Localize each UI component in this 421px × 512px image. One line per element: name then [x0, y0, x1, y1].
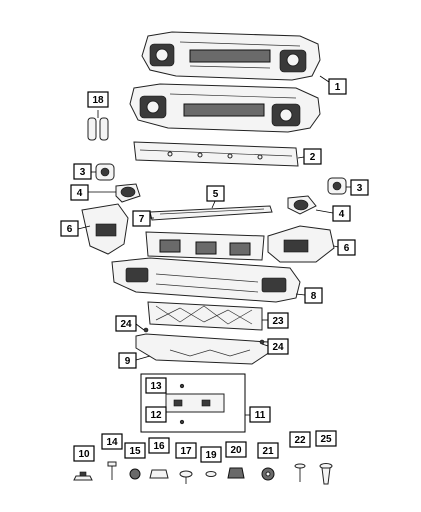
callout-2-label: 2	[310, 152, 316, 163]
callout-6-right-label: 6	[344, 243, 350, 254]
part-8-lower-fascia	[111, 257, 301, 303]
callout-14: 14	[101, 433, 123, 450]
callout-4-left: 4	[70, 184, 89, 201]
part-19-washer	[205, 471, 217, 477]
callout-23-label: 23	[272, 316, 284, 327]
callout-25: 25	[315, 430, 337, 447]
part-14-screw	[107, 461, 117, 480]
part-20-nut	[227, 467, 245, 479]
part-7-air-dam	[145, 231, 265, 261]
callout-4-left-label: 4	[77, 188, 83, 199]
callout-7: 7	[132, 210, 151, 227]
callout-6-left: 6	[60, 220, 79, 237]
part-2-reinforcement-beam	[133, 141, 299, 167]
callout-11-label: 11	[255, 410, 266, 421]
part-6-right-bracket	[267, 225, 335, 263]
callout-21: 21	[257, 442, 279, 459]
part-11-license-bracket-box	[140, 373, 246, 433]
callout-2: 2	[303, 148, 322, 165]
callout-20: 20	[225, 441, 247, 458]
callout-23: 23	[267, 312, 289, 329]
part-23-skid-frame	[147, 301, 263, 331]
part-4-right-fog-bezel	[287, 195, 317, 215]
part-25-push-rivet	[319, 463, 333, 485]
callout-10: 10	[73, 445, 95, 462]
callout-8: 8	[304, 287, 323, 304]
callout-12: 12	[145, 406, 167, 423]
callout-6-right: 6	[337, 239, 356, 256]
callout-22-label: 22	[294, 435, 306, 446]
callout-16: 16	[148, 437, 170, 454]
callout-24-right: 24	[267, 338, 289, 355]
callout-5-label: 5	[213, 189, 219, 200]
callout-6-left-label: 6	[67, 224, 73, 235]
callout-10-label: 10	[78, 449, 90, 460]
callout-19-label: 19	[205, 450, 217, 461]
callout-3-right-label: 3	[357, 183, 363, 194]
callout-12-label: 12	[150, 410, 162, 421]
callout-3-left: 3	[73, 163, 92, 180]
part-9-skid-plate	[135, 327, 271, 365]
callout-1: 1	[328, 78, 347, 95]
callout-24-left-label: 24	[120, 319, 132, 330]
part-5-trim-strip	[149, 205, 273, 221]
callout-13: 13	[145, 377, 167, 394]
callout-4-right: 4	[332, 205, 351, 222]
part-3-left-bezel	[95, 163, 115, 181]
part-4-left-fog-bezel	[115, 183, 141, 203]
part-21-nut	[261, 467, 275, 481]
callout-15-label: 15	[129, 446, 141, 457]
part-3-right-bezel	[327, 177, 347, 195]
callout-1-label: 1	[335, 82, 341, 93]
bumper-assembly-upper	[141, 31, 321, 81]
callout-8-label: 8	[311, 291, 317, 302]
callout-21-label: 21	[262, 446, 274, 457]
callout-17-label: 17	[180, 446, 192, 457]
part-18-clips	[87, 110, 109, 141]
callout-18: 18	[87, 91, 109, 108]
callout-7-label: 7	[139, 214, 145, 225]
callout-17: 17	[175, 442, 197, 459]
callout-3-right: 3	[350, 179, 369, 196]
callout-3-left-label: 3	[80, 167, 86, 178]
callout-5: 5	[206, 185, 225, 202]
callout-14-label: 14	[106, 437, 118, 448]
callout-22: 22	[289, 431, 311, 448]
callout-13-label: 13	[150, 381, 162, 392]
callout-9: 9	[118, 352, 137, 369]
callout-16-label: 16	[153, 441, 165, 452]
part-15-nut	[129, 468, 141, 480]
callout-20-label: 20	[230, 445, 242, 456]
callout-15: 15	[124, 442, 146, 459]
part-16-clip	[149, 469, 169, 479]
part-22-bolt	[294, 463, 306, 482]
part-17-pushpin	[179, 470, 193, 484]
part-10-fastener	[73, 471, 93, 481]
leader-lines	[77, 75, 351, 416]
callout-24-right-label: 24	[272, 342, 284, 353]
callout-19: 19	[200, 446, 222, 463]
callout-11: 11	[249, 406, 271, 423]
callout-4-right-label: 4	[339, 209, 345, 220]
part-6-left-bracket	[81, 203, 129, 255]
callout-18-label: 18	[92, 95, 104, 106]
callout-9-label: 9	[125, 356, 131, 367]
bumper-assembly-lower	[129, 83, 321, 133]
callout-25-label: 25	[320, 434, 332, 445]
callout-24-left: 24	[115, 315, 137, 332]
